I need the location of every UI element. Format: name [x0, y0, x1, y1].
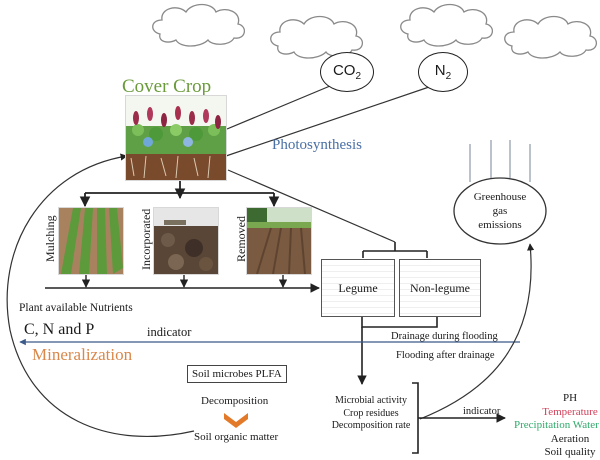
soil-organic-matter-label: Soil organic matter	[194, 431, 279, 443]
nutrients-heading: Plant available Nutrients	[19, 302, 133, 314]
n2-label: N2	[434, 62, 452, 82]
mulching-label: Mulching	[43, 215, 57, 262]
factor-list: PH Temperature Precipitation Water Aerat…	[514, 392, 600, 460]
process-list: Microbial activity Crop residues Decompo…	[330, 395, 412, 433]
process-item: Crop residues	[343, 407, 399, 419]
photosynthesis-label: Photosynthesis	[272, 137, 363, 153]
removed-field-photo	[246, 207, 312, 275]
nutrient-cycle-curve	[6, 153, 195, 438]
nutrient-elements: C, N and P	[24, 321, 95, 338]
non-legume-cell: Non-legume	[399, 259, 481, 317]
factor-ph: PH	[562, 392, 578, 404]
process-item: Decomposition rate	[331, 420, 411, 431]
decomposition-chevron-icon	[224, 413, 248, 428]
process-indicator-label: indicator	[463, 406, 501, 417]
crop-type-box: Legume Non-legume	[321, 259, 482, 317]
drainage-during-flooding-label: Drainage during flooding	[391, 331, 498, 342]
incorporated-field-image	[154, 208, 218, 274]
n2-bubble: N2	[418, 52, 468, 92]
decomposition-label: Decomposition	[201, 395, 269, 407]
cloud-3	[400, 3, 494, 47]
cloud-1	[152, 3, 246, 47]
incorporated-label: Incorporated	[139, 208, 153, 270]
factor-soil-quality: Soil quality	[544, 446, 596, 458]
mulching-field-photo	[58, 207, 124, 275]
soil-microbes-plfa-label: Soil microbes PLFA	[192, 368, 282, 380]
non-legume-label: Non-legume	[410, 280, 470, 295]
process-bracket	[412, 382, 419, 454]
process-to-greenhouse-curve	[419, 243, 535, 420]
crop-to-type-line	[227, 169, 396, 243]
cover-crop-photo	[125, 95, 227, 181]
greenhouse-label: Greenhouse gas emissions	[473, 191, 527, 231]
incorporated-field-photo	[153, 207, 219, 275]
cover-crop-illustration	[126, 96, 226, 180]
legume-cell: Legume	[321, 259, 395, 317]
cloud-4	[504, 15, 598, 59]
nutrients-indicator-label: indicator	[147, 325, 192, 339]
factor-precipitation-water: Precipitation Water	[514, 419, 599, 431]
co2-connector-line	[226, 85, 331, 130]
removed-field-image	[247, 208, 311, 274]
process-item: Microbial activity	[335, 395, 407, 406]
type-bracket	[362, 242, 428, 258]
type-output-bracket	[361, 316, 438, 328]
greenhouse-ellipse	[453, 177, 547, 245]
soil-microbes-plfa-box: Soil microbes PLFA	[187, 365, 287, 383]
mineralization-label: Mineralization	[32, 345, 133, 364]
factor-aeration: Aeration	[550, 432, 590, 445]
cover-crop-title: Cover Crop	[122, 76, 212, 97]
co2-bubble: CO2	[320, 52, 374, 92]
co2-label: CO2	[332, 62, 362, 82]
legume-label: Legume	[338, 280, 378, 295]
flooding-after-drainage-label: Flooding after drainage	[396, 350, 495, 361]
factor-temperature: Temperature	[542, 405, 598, 418]
n2-connector-line	[225, 85, 433, 157]
mulching-field-image	[59, 208, 123, 274]
